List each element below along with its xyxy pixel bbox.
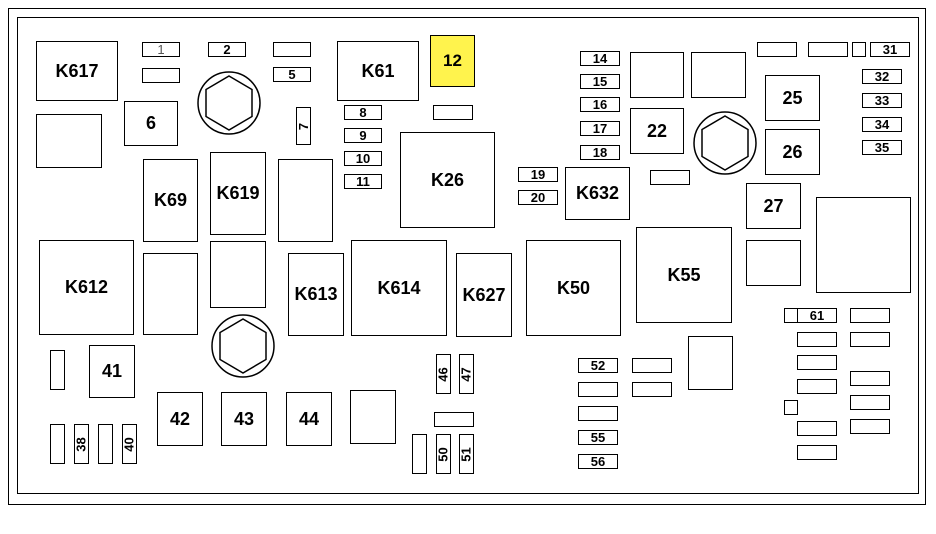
- unlabeled-fuse: [142, 68, 180, 83]
- unlabeled-fuse: [98, 424, 113, 464]
- fuse-50: 50: [436, 434, 451, 474]
- fuse-27: 27: [746, 183, 801, 229]
- fuse-61: 61: [797, 308, 837, 323]
- unlabeled-fuse: [412, 434, 427, 474]
- fuse-20: 20: [518, 190, 558, 205]
- unlabeled-fuse: [757, 42, 797, 57]
- fuse-41: 41: [89, 345, 135, 398]
- fuse-35: 35: [862, 140, 902, 155]
- fuse-16: 16: [580, 97, 620, 112]
- fuse-11: 11: [344, 174, 382, 189]
- fuse-box-inner-frame: [17, 17, 919, 494]
- fuse-33: 33: [862, 93, 902, 108]
- fuse-18: 18: [580, 145, 620, 160]
- unlabeled-block: [816, 197, 911, 293]
- fuse-15: 15: [580, 74, 620, 89]
- unlabeled-fuse: [797, 332, 837, 347]
- unlabeled-fuse: [850, 308, 890, 323]
- fuse-52: 52: [578, 358, 618, 373]
- fuse-56: 56: [578, 454, 618, 469]
- relay-k55: K55: [636, 227, 732, 323]
- relay-k619: K619: [210, 152, 266, 235]
- fuse-43: 43: [221, 392, 267, 446]
- fuse-32: 32: [862, 69, 902, 84]
- unlabeled-block: [630, 52, 684, 98]
- unlabeled-fuse: [852, 42, 866, 57]
- fuse-14: 14: [580, 51, 620, 66]
- fuse-40: 40: [122, 424, 137, 464]
- unlabeled-block: [688, 336, 733, 390]
- fuse-46: 46: [436, 354, 451, 394]
- unlabeled-block: [350, 390, 396, 444]
- fuse-38: 38: [74, 424, 89, 464]
- fuse-51: 51: [459, 434, 474, 474]
- fuse-1: 1: [142, 42, 180, 57]
- relay-k613: K613: [288, 253, 344, 336]
- bolt-icon: [693, 111, 757, 175]
- fuse-42: 42: [157, 392, 203, 446]
- relay-k50: K50: [526, 240, 621, 336]
- fuse-17: 17: [580, 121, 620, 136]
- bolt-icon: [211, 314, 275, 378]
- fuse-5: 5: [273, 67, 311, 82]
- fuse-25: 25: [765, 75, 820, 121]
- unlabeled-fuse: [784, 308, 798, 323]
- unlabeled-block: [746, 240, 801, 286]
- unlabeled-fuse: [578, 382, 618, 397]
- unlabeled-fuse: [797, 445, 837, 460]
- unlabeled-fuse: [650, 170, 690, 185]
- unlabeled-block: [278, 159, 333, 242]
- unlabeled-fuse: [50, 424, 65, 464]
- unlabeled-block: [210, 241, 266, 308]
- fuse-47: 47: [459, 354, 474, 394]
- relay-k26: K26: [400, 132, 495, 228]
- fuse-7: 7: [296, 107, 311, 145]
- unlabeled-fuse: [850, 371, 890, 386]
- unlabeled-fuse: [50, 350, 65, 390]
- unlabeled-fuse: [797, 355, 837, 370]
- fuse-2: 2: [208, 42, 246, 57]
- fuse-12: 12: [430, 35, 475, 87]
- unlabeled-block: [36, 114, 102, 168]
- unlabeled-fuse: [808, 42, 848, 57]
- fuse-22: 22: [630, 108, 684, 154]
- fuse-55: 55: [578, 430, 618, 445]
- unlabeled-block: [143, 253, 198, 335]
- unlabeled-fuse: [797, 421, 837, 436]
- unlabeled-fuse: [784, 400, 798, 415]
- unlabeled-fuse: [850, 395, 890, 410]
- fuse-box-outer-frame: [8, 8, 926, 505]
- unlabeled-fuse: [433, 105, 473, 120]
- unlabeled-fuse: [632, 358, 672, 373]
- fuse-8: 8: [344, 105, 382, 120]
- unlabeled-fuse: [850, 332, 890, 347]
- unlabeled-fuse: [578, 406, 618, 421]
- unlabeled-fuse: [273, 42, 311, 57]
- relay-k612: K612: [39, 240, 134, 335]
- unlabeled-fuse: [434, 412, 474, 427]
- relay-k614: K614: [351, 240, 447, 336]
- relay-k61: K61: [337, 41, 419, 101]
- unlabeled-fuse: [797, 379, 837, 394]
- fuse-10: 10: [344, 151, 382, 166]
- unlabeled-fuse: [632, 382, 672, 397]
- unlabeled-block: [691, 52, 746, 98]
- fuse-31: 31: [870, 42, 910, 57]
- fuse-26: 26: [765, 129, 820, 175]
- relay-k617: K617: [36, 41, 118, 101]
- fuse-6: 6: [124, 101, 178, 146]
- relay-k627: K627: [456, 253, 512, 337]
- relay-k69: K69: [143, 159, 198, 242]
- fuse-19: 19: [518, 167, 558, 182]
- bolt-icon: [197, 71, 261, 135]
- unlabeled-fuse: [850, 419, 890, 434]
- fuse-9: 9: [344, 128, 382, 143]
- relay-k632: K632: [565, 167, 630, 220]
- fuse-44: 44: [286, 392, 332, 446]
- fuse-34: 34: [862, 117, 902, 132]
